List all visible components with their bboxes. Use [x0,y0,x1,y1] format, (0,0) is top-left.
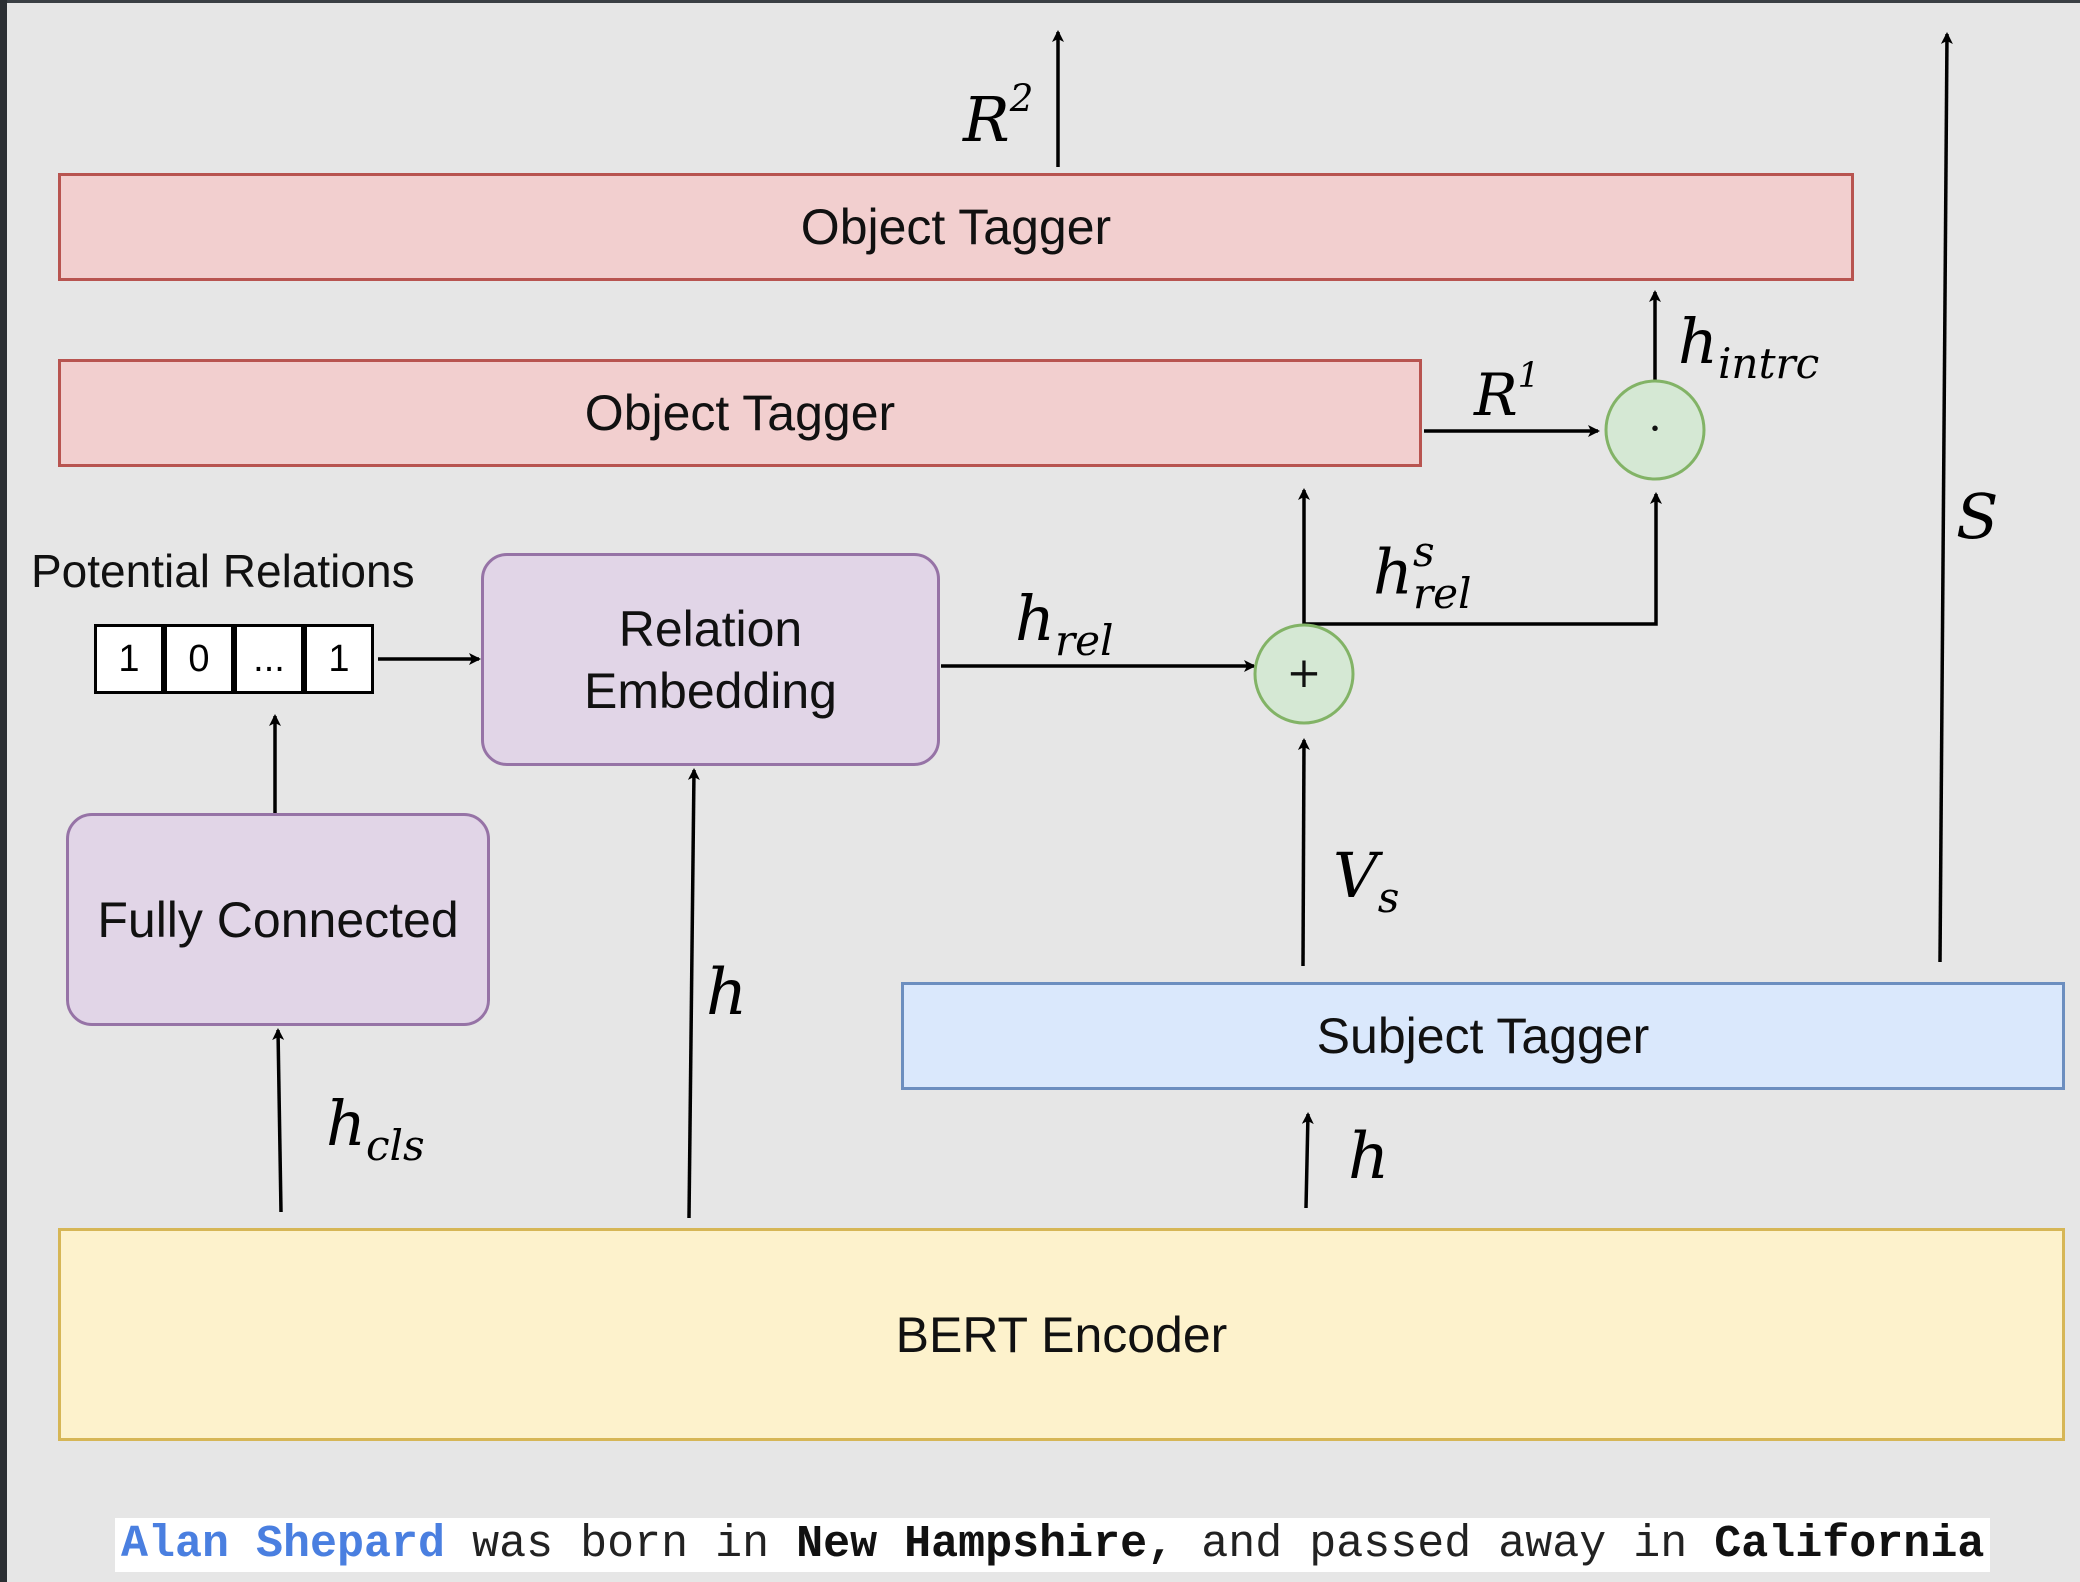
object-tagger-top-label: Object Tagger [800,199,1112,255]
bert-encoder-label: BERT Encoder [895,1306,1228,1363]
sentence-subject: Alan Shepard [121,1519,446,1570]
left-border [0,0,7,1582]
h-cls-arrow [272,1028,285,1213]
relation-embedding: Relation Embedding [481,553,940,766]
subject-tagger-label: Subject Tagger [1316,1008,1650,1064]
input-sentence: Alan Shepard was born in New Hampshire, … [115,1518,1991,1572]
add-operator [1253,623,1355,725]
bert-encoder: BERT Encoder [58,1228,2065,1441]
object-tagger-bottom-label: Object Tagger [584,385,896,441]
fully-connected: Fully Connected [66,813,490,1026]
relation-cell: 1 [94,624,164,694]
sentence-object: California [1714,1519,1985,1570]
add-operator-symbol: + [1286,648,1322,697]
sentence-text: was born in [445,1519,797,1570]
vs-label: Vs [1333,839,1400,922]
object-tagger-top: Object Tagger [58,173,1854,281]
sentence-object: New Hampshire, [796,1519,1175,1570]
relation-cell: ... [234,624,304,694]
h-relation-input-label: h [706,956,748,1030]
h-subject-input-label: h [1348,1120,1390,1194]
h-rel-label: hrel [1015,582,1114,665]
h-subject-arrow [1301,1112,1314,1209]
relation-embedding-label-line2: Embedding [584,662,837,719]
r1-label: R1 [1474,356,1540,429]
h-cls-label: hcls [326,1087,425,1170]
r2-label: R2 [963,76,1034,156]
h-intrc-label: hintrc [1678,305,1820,388]
relation-cell: 0 [164,624,234,694]
object-tagger-bottom: Object Tagger [58,359,1422,467]
h-relation-arrow [687,768,700,1219]
relation-cell: 1 [304,624,374,694]
dot-operator-symbol: · [1648,404,1662,453]
s-label: S [1956,480,1999,553]
dot-operator [1604,379,1706,481]
top-border [0,0,2080,3]
potential-relations-title: Potential Relations [31,545,415,597]
fully-connected-label: Fully Connected [97,891,459,948]
vs-arrow [1297,738,1310,967]
subject-tagger: Subject Tagger [901,982,2065,1090]
relation-embedding-label-line1: Relation [618,600,803,657]
sentence-text: and passed away in [1174,1519,1715,1570]
h-rel-s-arrow [1304,492,1662,626]
s-arrow [1938,32,1953,963]
